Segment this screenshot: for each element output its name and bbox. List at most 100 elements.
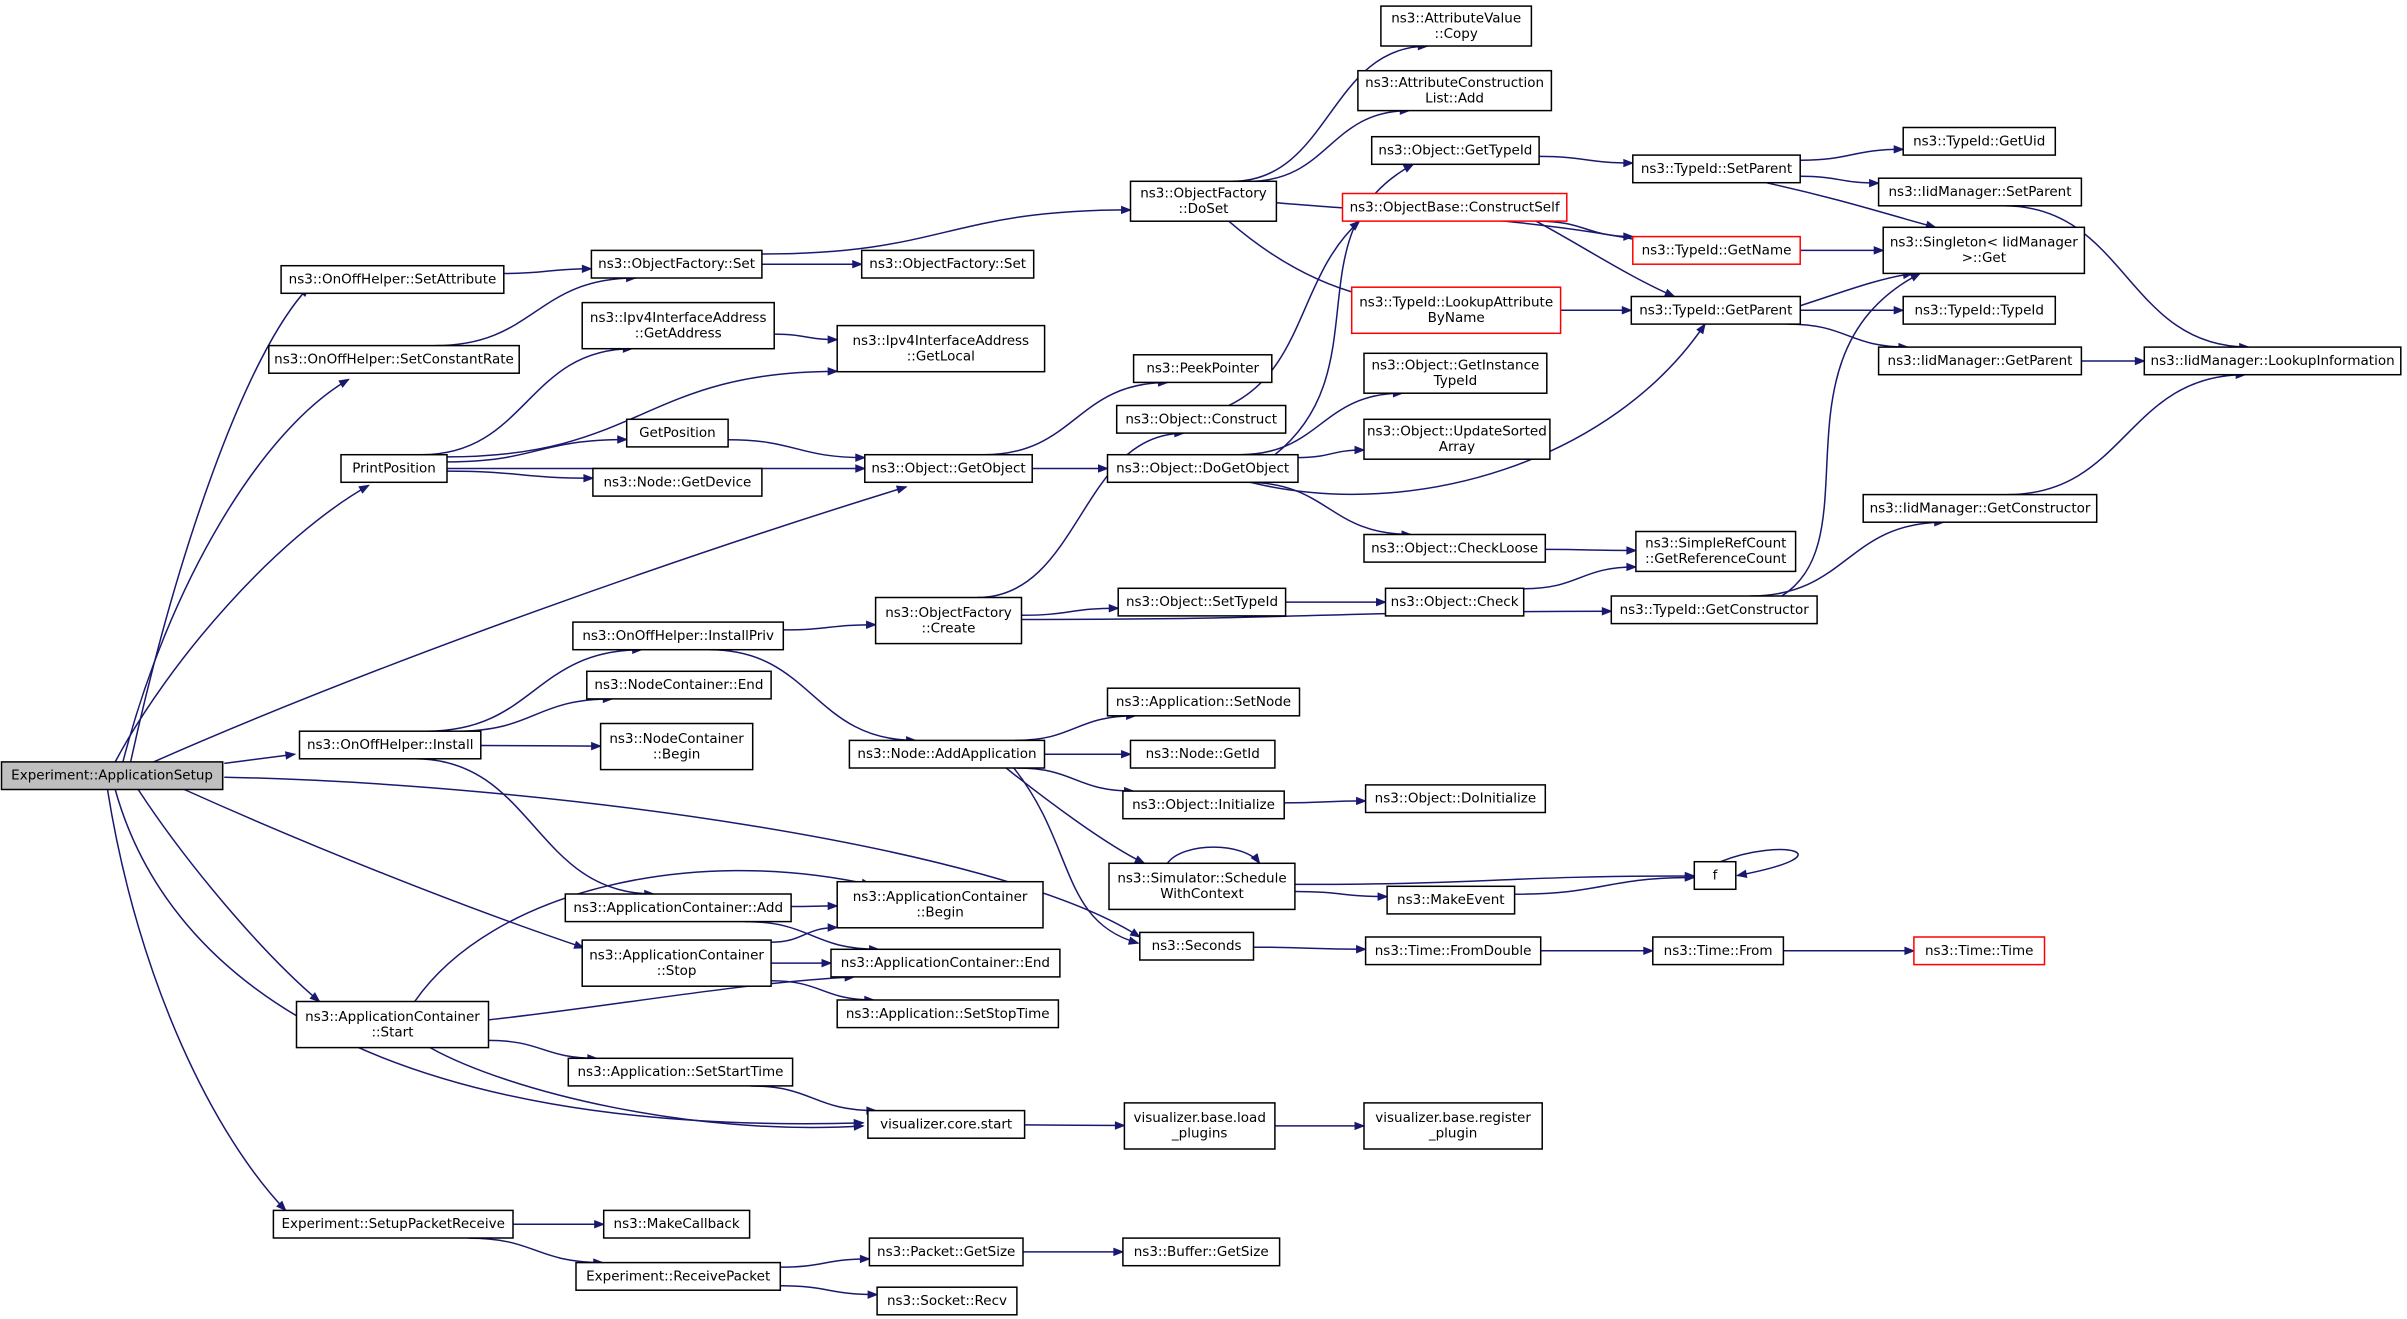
function-node-objf-create[interactable]: ns3::ObjectFactory::Create	[874, 596, 1023, 645]
node-box	[0, 761, 224, 791]
function-node-time-from[interactable]: ns3::Time::From	[1652, 936, 1785, 966]
function-node-object-check[interactable]: ns3::Object::Check	[1384, 587, 1525, 617]
function-node-app-setstarttime[interactable]: ns3::Application::SetStartTime	[567, 1057, 794, 1087]
function-node-ipv4-getlocal[interactable]: ns3::Ipv4InterfaceAddress::GetLocal	[836, 324, 1046, 373]
node-box	[1106, 453, 1299, 484]
call-edge-object_dogetobject-to-object_updatesorted	[1297, 445, 1366, 459]
arrowhead-icon	[827, 367, 839, 376]
function-node-node-getdevice[interactable]: ns3::Node::GetDevice	[592, 467, 763, 497]
call-edge-object_initialize-to-object_doinit	[1284, 796, 1367, 806]
function-node-vis-core-start[interactable]: visualizer.core.start	[867, 1109, 1026, 1139]
function-node-recv-packet[interactable]: Experiment::ReceivePacket	[575, 1261, 782, 1291]
function-node-node-addapp[interactable]: ns3::Node::AddApplication	[848, 739, 1046, 769]
arrowhead-icon	[1735, 869, 1748, 878]
function-node-iidm-getconstructor[interactable]: ns3::IidManager::GetConstructor	[1862, 493, 2098, 523]
function-node-object-getobject[interactable]: ns3::Object::GetObject	[864, 453, 1033, 484]
arrowhead-icon	[1623, 232, 1635, 241]
call-edge-object_settypeid-to-object_check	[1285, 597, 1387, 607]
node-label: ns3::IidManager::SetParent	[1889, 184, 2072, 200]
function-node-vis-base-load[interactable]: visualizer.base.load_plugins	[1123, 1102, 1276, 1150]
call-edge-object_dogetobject-to-typeid_getparent	[1250, 322, 1706, 496]
call-edge-app_setup-to-appc_start	[137, 789, 321, 1003]
function-node-nc-begin[interactable]: ns3::NodeContainer::Begin	[599, 722, 754, 771]
function-node-app-setup[interactable]: Experiment::ApplicationSetup	[0, 761, 224, 791]
arrowhead-icon	[1621, 306, 1633, 315]
function-node-object-settypeid[interactable]: ns3::Object::SetTypeId	[1117, 587, 1287, 617]
function-node-simplerefcount[interactable]: ns3::SimpleRefCount::GetReferenceCount	[1635, 530, 1797, 573]
function-node-peekpointer[interactable]: ns3::PeekPointer	[1132, 354, 1273, 384]
function-node-makeevent[interactable]: ns3::MakeEvent	[1386, 885, 1516, 915]
function-node-seconds[interactable]: ns3::Seconds	[1139, 931, 1255, 961]
function-node-object-initialize[interactable]: ns3::Object::Initialize	[1122, 790, 1285, 820]
node-box	[567, 1057, 794, 1087]
function-node-singleton-get[interactable]: ns3::Singleton< IidManager >::Get	[1882, 226, 2086, 275]
function-node-appc-add[interactable]: ns3::ApplicationContainer::Add	[564, 893, 792, 923]
function-node-onoff-installpriv[interactable]: ns3::OnOffHelper::InstallPriv	[572, 621, 785, 651]
arrowhead-icon	[338, 378, 350, 388]
function-node-objf-doset[interactable]: ns3::ObjectFactory::DoSet	[1129, 180, 1278, 222]
function-node-onoff-setrate[interactable]: ns3::OnOffHelper::SetConstantRate	[268, 344, 520, 374]
node-label: PrintPosition	[352, 461, 436, 477]
function-node-object-gettypeid[interactable]: ns3::Object::GetTypeId	[1370, 135, 1540, 166]
function-node-node-getid[interactable]: ns3::Node::GetId	[1129, 739, 1276, 769]
function-node-typeid-setparent[interactable]: ns3::TypeId::SetParent	[1632, 154, 1801, 184]
node-label: ns3::OnOffHelper::InstallPriv	[582, 628, 774, 644]
function-node-vis-base-register[interactable]: visualizer.base.register_plugin	[1363, 1102, 1543, 1150]
function-node-typeid-getname[interactable]: ns3::TypeId::GetName	[1632, 235, 1801, 265]
function-node-appc-start[interactable]: ns3::ApplicationContainer::Start	[295, 1000, 490, 1049]
function-node-setup-pkt-recv[interactable]: Experiment::SetupPacketReceive	[272, 1209, 514, 1239]
node-label: ns3::MakeEvent	[1397, 892, 1505, 908]
function-node-object-doinit[interactable]: ns3::Object::DoInitialize	[1364, 784, 1547, 814]
call-edge-app_setup-to-onoff_setrate	[122, 378, 350, 763]
edge-line	[1021, 607, 1119, 617]
edge-line	[183, 788, 584, 949]
function-node-onoff-setattr[interactable]: ns3::OnOffHelper::SetAttribute	[280, 264, 505, 295]
function-node-time-time[interactable]: ns3::Time::Time	[1913, 936, 2046, 966]
function-node-typeid-getuid[interactable]: ns3::TypeId::GetUid	[1902, 126, 2057, 156]
function-node-appc-stop[interactable]: ns3::ApplicationContainer::Stop	[581, 939, 772, 987]
function-node-f[interactable]: f	[1693, 860, 1737, 891]
function-node-buffer-getsize[interactable]: ns3::Buffer::GetSize	[1122, 1237, 1281, 1267]
function-node-getposition[interactable]: GetPosition	[625, 418, 729, 448]
function-node-app-setnode[interactable]: ns3::Application::SetNode	[1106, 687, 1301, 717]
function-node-iidm-getparent[interactable]: ns3::IidManager::GetParent	[1877, 346, 2083, 376]
edge-line	[414, 758, 654, 895]
edge-line	[761, 209, 1131, 255]
function-node-object-checkloose[interactable]: ns3::Object::CheckLoose	[1363, 533, 1547, 563]
function-node-objf-set[interactable]: ns3::ObjectFactory::Set	[590, 249, 763, 279]
function-node-attrvalue-copy[interactable]: ns3::AttributeValue::Copy	[1380, 5, 1533, 47]
edge-line	[1232, 45, 1428, 183]
function-node-appc-begin[interactable]: ns3::ApplicationContainer::Begin	[836, 880, 1044, 929]
function-node-iidm-setparent[interactable]: ns3::IidManager::SetParent	[1877, 177, 2083, 207]
function-node-packet-getsize[interactable]: ns3::Packet::GetSize	[868, 1237, 1024, 1267]
function-node-typeid-getconstructor[interactable]: ns3::TypeId::GetConstructor	[1610, 595, 1818, 625]
node-box	[836, 999, 1060, 1029]
function-node-typeid-getparent[interactable]: ns3::TypeId::GetParent	[1630, 295, 1802, 325]
function-node-iidm-lookupinfo[interactable]: ns3::IidManager::LookupInformation	[2143, 346, 2402, 376]
function-node-objbase-constructself[interactable]: ns3::ObjectBase::ConstructSelf	[1341, 192, 1568, 222]
function-node-makecallback[interactable]: ns3::MakeCallback	[602, 1209, 751, 1239]
function-node-object-dogetobject[interactable]: ns3::Object::DoGetObject	[1106, 453, 1299, 484]
function-node-ipv4-getaddr[interactable]: ns3::Ipv4InterfaceAddress::GetAddress	[581, 301, 775, 350]
arrowhead-icon	[1356, 796, 1367, 806]
node-label: ns3::TypeId::SetParent	[1641, 161, 1792, 177]
function-node-socket-recv[interactable]: ns3::Socket::Recv	[876, 1286, 1018, 1316]
function-node-print-pos[interactable]: PrintPosition	[340, 453, 448, 484]
function-node-objf-set2[interactable]: ns3::ObjectFactory::Set	[860, 249, 1035, 279]
function-node-onoff-install[interactable]: ns3::OnOffHelper::Install	[298, 730, 482, 760]
function-node-nc-end[interactable]: ns3::NodeContainer::End	[586, 670, 772, 700]
function-node-typeid-typeid[interactable]: ns3::TypeId::TypeId	[1902, 295, 2057, 325]
function-node-appc-end[interactable]: ns3::ApplicationContainer::End	[830, 948, 1061, 978]
node-box	[1363, 352, 1548, 394]
node-box	[586, 670, 772, 700]
function-node-object-construct[interactable]: ns3::Object::Construct	[1115, 404, 1287, 434]
node-label: visualizer.base.load	[1133, 1110, 1265, 1126]
arrowhead-icon	[581, 264, 593, 274]
function-node-app-setstoptime[interactable]: ns3::Application::SetStopTime	[836, 999, 1060, 1029]
function-node-time-fromdouble[interactable]: ns3::Time::FromDouble	[1364, 936, 1542, 966]
